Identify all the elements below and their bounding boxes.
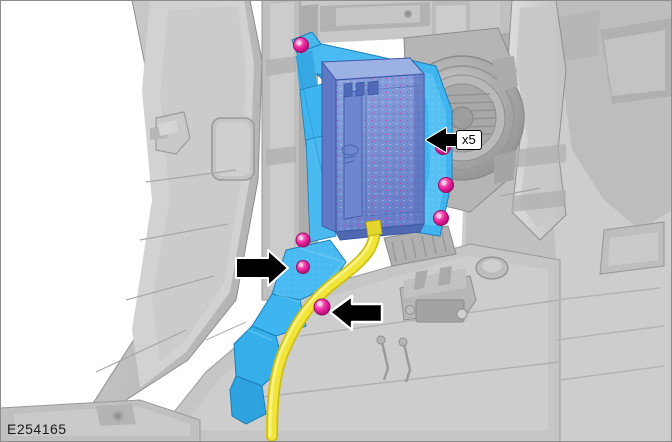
fastener-marker xyxy=(293,37,309,53)
foreground-details xyxy=(205,187,665,381)
figure-label: E254165 xyxy=(7,421,67,437)
callout-arrow-bracket xyxy=(235,249,289,287)
fastener-marker xyxy=(296,260,310,274)
body-panel-left xyxy=(0,0,263,442)
fastener-marker xyxy=(313,298,331,316)
wiring-harness xyxy=(266,219,383,442)
floor-module xyxy=(376,225,509,383)
fastener-marker xyxy=(295,232,311,248)
fastener-marker xyxy=(433,210,449,226)
callout-arrow-harness xyxy=(328,294,384,332)
fastener-marker xyxy=(438,177,454,193)
control-module xyxy=(321,57,426,241)
callout-label-x5: x5 xyxy=(456,130,482,150)
air-duct xyxy=(507,0,567,241)
inner-rail xyxy=(261,0,318,301)
